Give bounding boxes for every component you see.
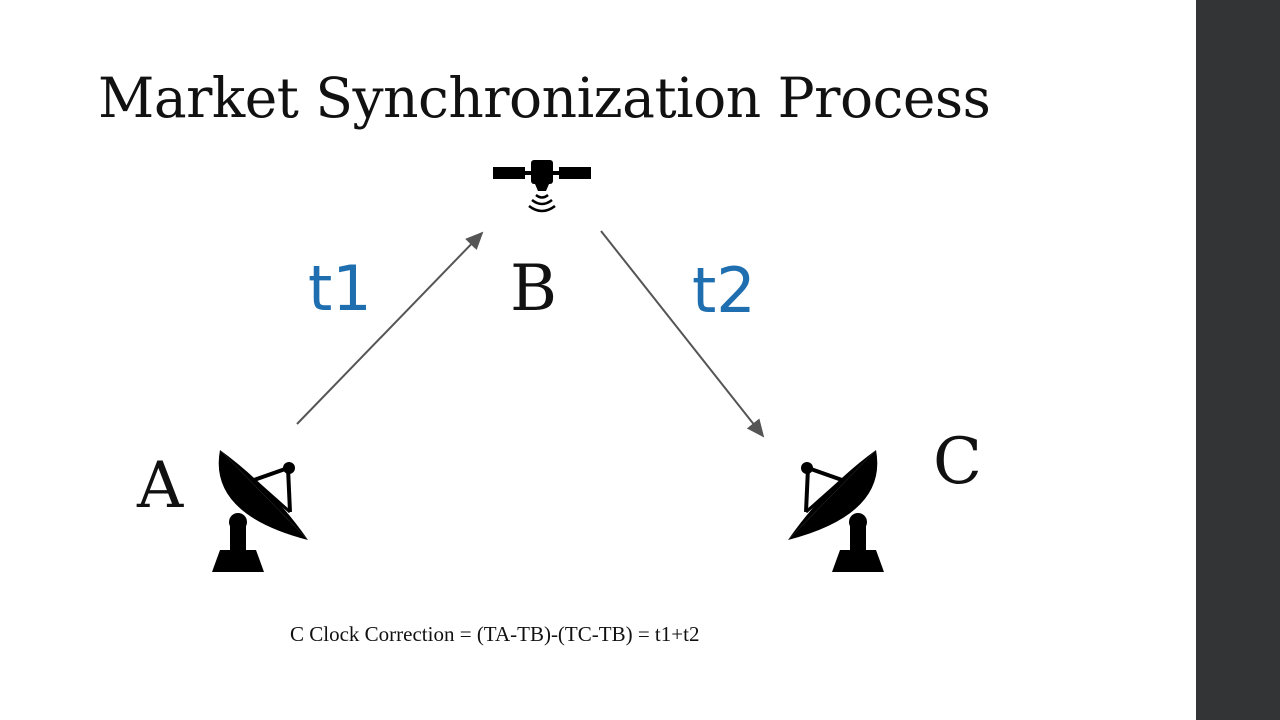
node-label-b: B xyxy=(510,252,558,326)
sync-diagram xyxy=(212,160,884,572)
slide-title: Market Synchronization Process xyxy=(98,66,991,130)
satellite-icon xyxy=(493,160,591,213)
time-label-t1: t1 xyxy=(308,252,372,325)
clock-correction-formula: C Clock Correction = (TA-TB)-(TC-TB) = t… xyxy=(290,622,700,646)
time-label-t2: t2 xyxy=(692,254,756,327)
satellite-dish-icon-left xyxy=(212,450,308,572)
arrow-a-to-b xyxy=(296,231,484,425)
node-label-a: A xyxy=(137,449,184,523)
satellite-dish-icon-right xyxy=(788,450,884,572)
side-panel xyxy=(1196,0,1280,720)
arrow-b-to-c xyxy=(600,230,765,438)
node-label-c: C xyxy=(933,425,982,499)
